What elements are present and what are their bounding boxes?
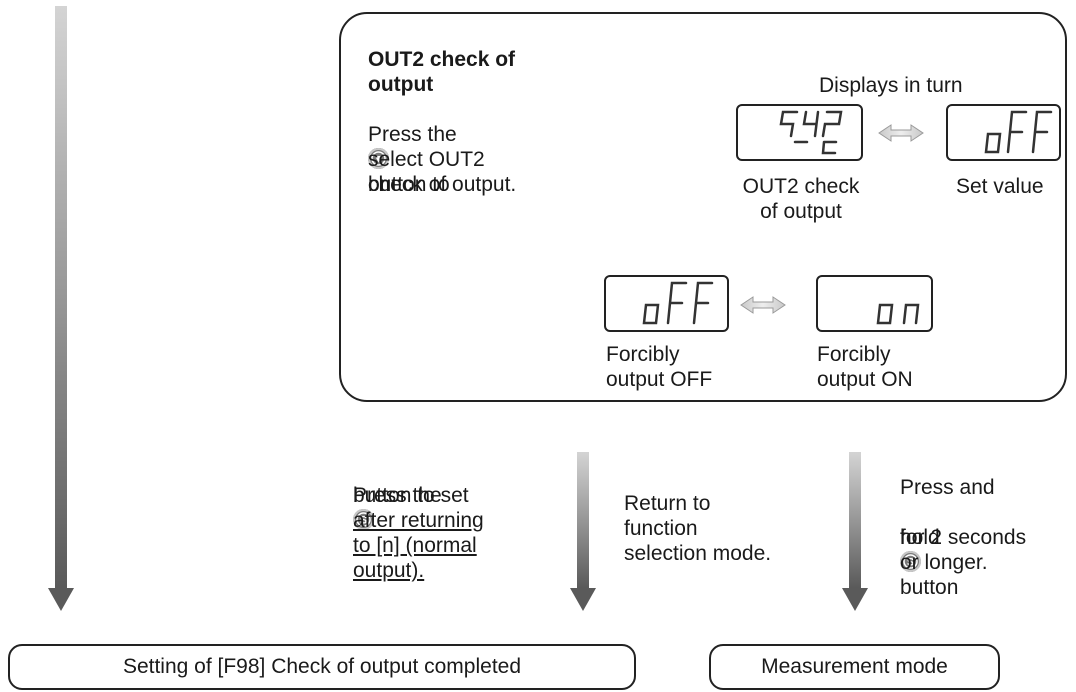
set-step-underlined: after returning to [n] (normal output). (353, 509, 484, 582)
double-arrow-bottom (740, 296, 786, 314)
completed-text: Setting of [F98] Check of output complet… (122, 655, 522, 678)
press-text: Press the (368, 123, 457, 146)
set-step-line1: Press the S (353, 458, 442, 533)
panel-instruction-rest: select OUT2 check of output. (368, 148, 517, 196)
svg-text:S: S (360, 515, 367, 527)
hold-step-line2: hold S button (900, 500, 958, 600)
lcd-forcibly-on-display (816, 275, 933, 332)
arrow-left-long (48, 6, 74, 611)
button-text: button (900, 576, 959, 599)
check-of-output-panel (339, 12, 1067, 402)
forcibly-off-label: Forcibly output OFF (606, 343, 713, 391)
hold-step-rest: for 2 seconds or longer. (900, 526, 1027, 574)
lcd-set-value-display (946, 104, 1061, 161)
lcd-off-digits-2 (642, 281, 714, 325)
hold-text: hold (900, 526, 940, 549)
down-button-icon (368, 148, 389, 169)
panel-instruction-line2: button to (368, 122, 450, 197)
lcd-item-display (736, 104, 863, 161)
return-step-text: Return to function selection mode. (624, 492, 772, 565)
item-label: OUT2 check of output (742, 175, 860, 223)
lcd-5y2-c-digits (779, 110, 843, 155)
lcd-off-digits (984, 110, 1053, 154)
measurement-mode-text: Measurement mode (761, 655, 948, 678)
set-value-label: Set value (956, 175, 1044, 198)
lcd-on-digits (876, 303, 920, 325)
button-to-text: button to (368, 173, 450, 196)
lcd-forcibly-off-display (604, 275, 729, 332)
or-text: or (368, 173, 387, 196)
displays-in-turn-label: Displays in turn (819, 74, 963, 97)
set-step-line2: button to set (353, 484, 469, 507)
measurement-mode-box: Measurement mode (709, 644, 1000, 690)
hold-step-line1: Press and (900, 476, 995, 499)
completed-box: Setting of [F98] Check of output complet… (8, 644, 636, 690)
panel-title: OUT2 check of output (368, 48, 516, 96)
svg-text:S: S (907, 557, 914, 569)
forcibly-on-label: Forcibly output ON (817, 343, 913, 391)
press-the-text: Press the (353, 484, 442, 507)
arrow-measurement (842, 452, 868, 611)
set-button-icon: S (900, 551, 921, 572)
set-button-icon: S (353, 509, 374, 530)
arrow-return (570, 452, 596, 611)
double-arrow-top (878, 124, 924, 142)
